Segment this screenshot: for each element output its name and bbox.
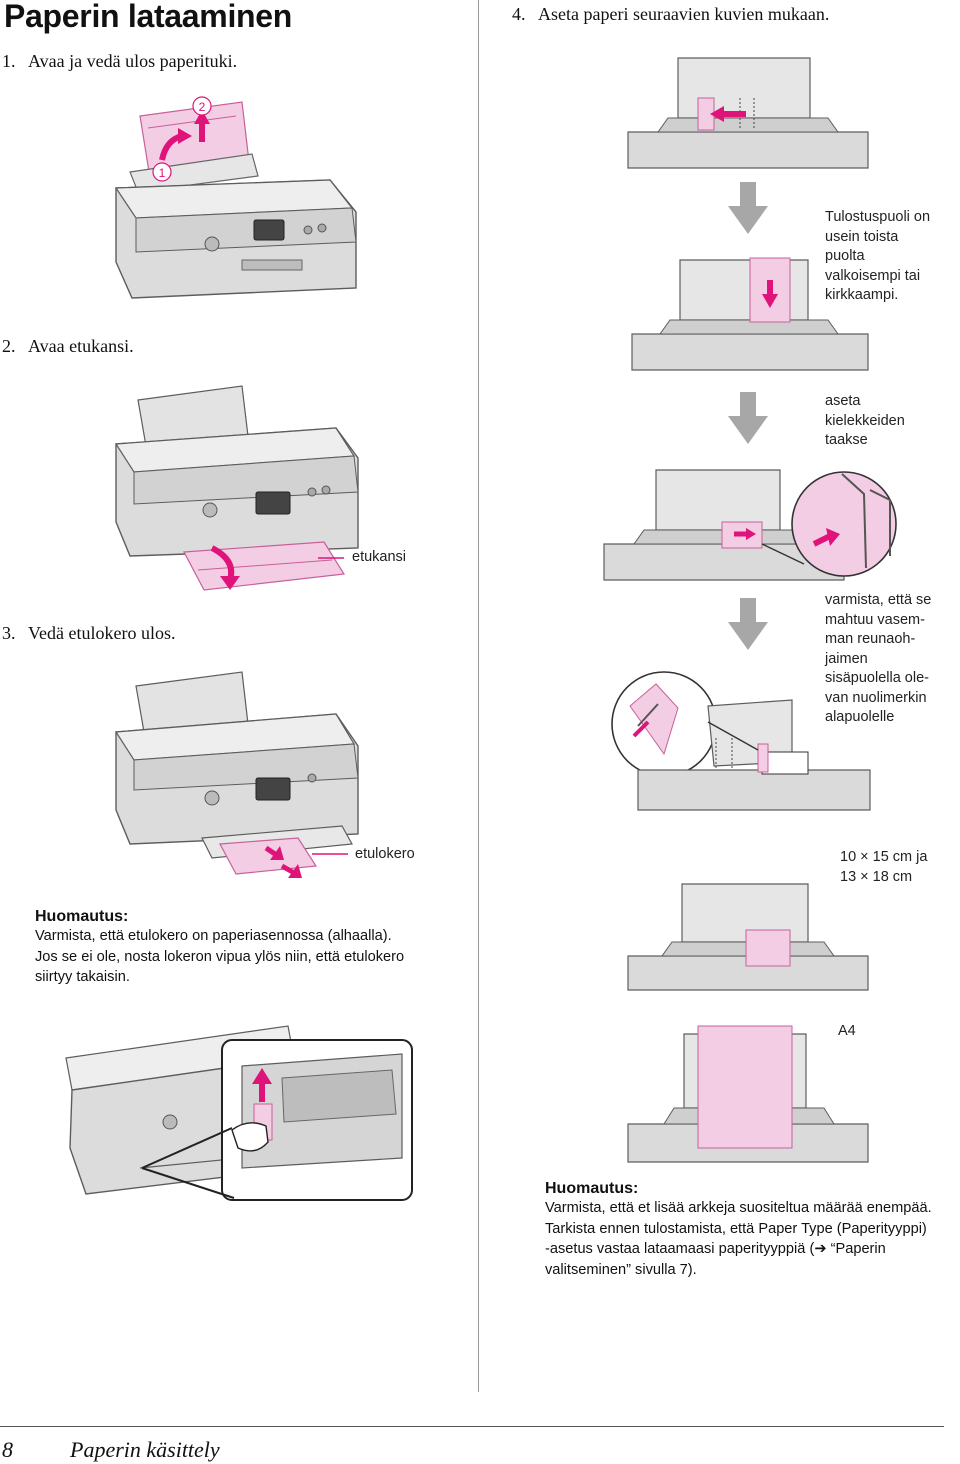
cross-reference-arrow-icon: ➔ bbox=[814, 1241, 827, 1258]
left-note-heading: Huomautus: bbox=[35, 908, 129, 925]
footer-section-title: Paperin käsittely bbox=[70, 1437, 220, 1462]
figure-pull-out-front-tray bbox=[114, 671, 359, 878]
callout-print-side-line-2: usein toista bbox=[825, 228, 899, 245]
left-note: Huomautus: Varmista, että etulokero on p… bbox=[35, 908, 404, 988]
figure-step4-panel-c bbox=[603, 469, 897, 581]
left-note-line-3: siirtyy takaisin. bbox=[35, 969, 130, 986]
callout-print-side-line-4: valkoisempi tai bbox=[825, 267, 921, 284]
figure-a4-paper bbox=[627, 1025, 869, 1163]
callout-behind-tabs-line-3: taakse bbox=[825, 432, 868, 448]
callout-edge-guide-line-5: sisäpuolella ole- bbox=[825, 670, 929, 686]
step-4-text: Aseta paperi seuraavien kuvien mukaan. bbox=[538, 4, 830, 24]
figure-step4-panel-a bbox=[627, 57, 869, 169]
callout-print-side-line-5: kirkkaampi. bbox=[825, 287, 899, 303]
step-4: 4. Aseta paperi seuraavien kuvien mukaan. bbox=[512, 4, 829, 25]
callout-edge-guide-line-7: alapuolelle bbox=[825, 709, 895, 725]
right-note-line-2: Tarkista ennen tulostamista, että Paper … bbox=[545, 1220, 927, 1237]
size-a4: A4 bbox=[838, 1023, 856, 1039]
down-arrow-1 bbox=[728, 182, 768, 234]
step-2: 2. Avaa etukansi. bbox=[2, 336, 134, 357]
callout-print-side: Tulostuspuoli on usein toista puolta val… bbox=[825, 208, 930, 306]
figure-small-paper bbox=[627, 883, 869, 991]
callout-edge-guide-line-6: van nuolimerkin bbox=[825, 689, 927, 706]
figure-tray-lever bbox=[65, 1025, 413, 1201]
right-note-line-1: Varmista, että et lisää arkkeja suositel… bbox=[545, 1200, 932, 1216]
label-etukansi: etukansi bbox=[352, 549, 407, 565]
callout-behind-tabs: aseta kielekkeiden taakse bbox=[825, 392, 905, 451]
step-1-number: 1. bbox=[2, 51, 16, 71]
footer-page-number: 8 bbox=[2, 1437, 13, 1462]
right-note-line-3: -asetus vastaa lataamaasi paperityyppiä … bbox=[545, 1239, 932, 1260]
right-note-line-3a: -asetus vastaa lataamaasi paperityyppiä … bbox=[545, 1241, 815, 1258]
size-small-line-2: 13 × 18 cm bbox=[840, 868, 913, 885]
badge-2: 2 bbox=[199, 100, 206, 114]
callout-edge-guide-line-3: man reunaoh- bbox=[825, 631, 916, 647]
step-3: 3. Vedä etulokero ulos. bbox=[2, 623, 175, 644]
right-note-heading: Huomautus: bbox=[545, 1180, 639, 1197]
callout-behind-tabs-line-1: aseta bbox=[825, 393, 861, 409]
left-note-line-2: Jos se ei ole, nosta lokeron vipua ylös … bbox=[35, 948, 405, 965]
callout-edge-guide-line-2: mahtuu vasem- bbox=[825, 611, 925, 628]
step-1: 1. Avaa ja vedä ulos paperituki. bbox=[2, 51, 237, 72]
figure-step4-panel-b bbox=[631, 257, 869, 371]
figure-open-paper-support: 1 2 bbox=[114, 96, 357, 299]
callout-behind-tabs-line-2: kielekkeiden bbox=[825, 412, 905, 429]
page-title: Paperin lataaminen bbox=[4, 0, 293, 34]
callout-edge-guide-line-1: varmista, että se bbox=[825, 592, 932, 608]
callout-print-side-line-1: Tulostuspuoli on bbox=[825, 209, 931, 225]
step-2-number: 2. bbox=[2, 336, 16, 356]
badge-1: 1 bbox=[159, 166, 166, 180]
size-small: 10 × 15 cm ja 13 × 18 cm bbox=[840, 848, 927, 887]
step-1-text: Avaa ja vedä ulos paperituki. bbox=[28, 51, 238, 71]
cross-reference-link[interactable]: “Paperin bbox=[826, 1241, 886, 1258]
right-note: Huomautus: Varmista, että et lisää arkke… bbox=[545, 1180, 932, 1280]
step-4-number: 4. bbox=[512, 4, 526, 24]
footer-rule bbox=[0, 1426, 944, 1427]
figure-open-front-cover bbox=[114, 385, 359, 591]
step-3-text: Vedä etulokero ulos. bbox=[28, 623, 176, 643]
label-etulokero: etulokero bbox=[355, 846, 415, 862]
left-note-line-1: Varmista, että etulokero on paperiasenno… bbox=[35, 928, 392, 944]
down-arrow-3 bbox=[728, 598, 768, 650]
callout-print-side-line-3: puolta bbox=[825, 248, 865, 264]
right-note-line-4: valitseminen” sivulla 7). bbox=[545, 1261, 697, 1278]
step-3-number: 3. bbox=[2, 623, 16, 643]
figure-step4-panel-d bbox=[611, 671, 871, 811]
column-divider bbox=[478, 0, 479, 1392]
callout-edge-guide-line-4: jaimen bbox=[825, 650, 868, 667]
size-small-line-1: 10 × 15 cm ja bbox=[840, 849, 928, 865]
callout-edge-guide: varmista, että se mahtuu vasem- man reun… bbox=[825, 591, 931, 728]
down-arrow-2 bbox=[728, 392, 768, 444]
step-2-text: Avaa etukansi. bbox=[28, 336, 134, 356]
